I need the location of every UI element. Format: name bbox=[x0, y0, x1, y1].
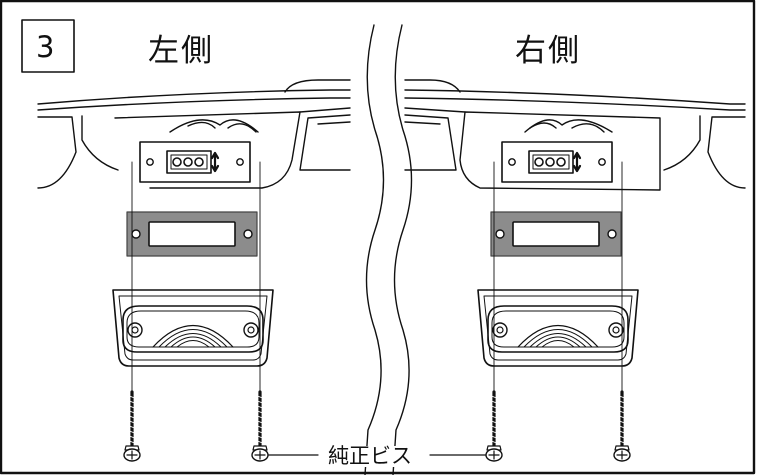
right-assembly bbox=[477, 140, 639, 463]
left-bumper bbox=[37, 79, 351, 189]
right-bumper bbox=[404, 79, 746, 191]
wavy-break-line bbox=[364, 24, 385, 475]
right-side-label: 右側 bbox=[515, 33, 581, 69]
step-box bbox=[21, 19, 75, 73]
step-number: 3 bbox=[36, 30, 55, 64]
left-assembly bbox=[112, 140, 274, 463]
screw-label: 純正ビス bbox=[324, 446, 416, 467]
left-side-label: 左側 bbox=[148, 33, 214, 69]
